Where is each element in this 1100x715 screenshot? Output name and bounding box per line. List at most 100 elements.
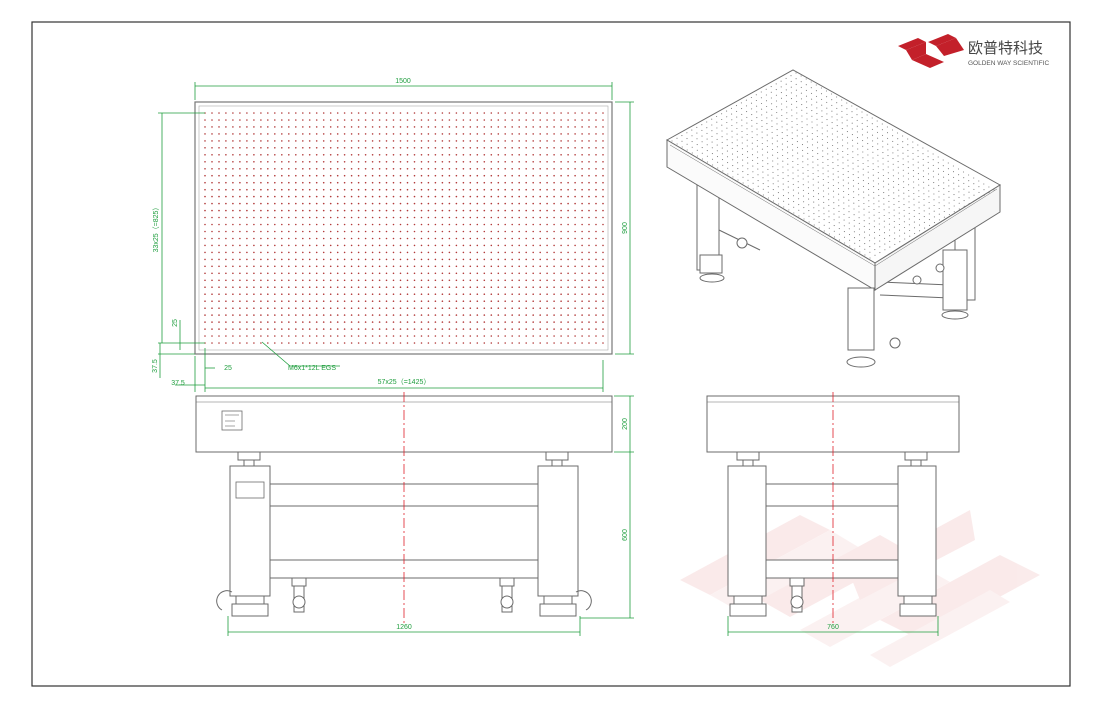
mounting-hole — [497, 279, 500, 282]
mounting-hole — [574, 293, 576, 296]
isometric-hole — [742, 171, 744, 173]
mounting-hole — [420, 133, 423, 135]
isometric-hole — [767, 197, 770, 199]
mounting-hole — [483, 293, 486, 296]
mounting-hole — [399, 272, 402, 275]
mounting-hole — [399, 126, 402, 128]
isometric-hole — [888, 200, 890, 202]
mounting-hole — [357, 314, 360, 316]
mounting-hole — [560, 251, 562, 254]
mounting-hole — [511, 161, 513, 163]
mounting-hole — [504, 342, 507, 344]
isometric-hole — [818, 221, 820, 223]
isometric-hole — [772, 166, 774, 168]
mounting-hole — [441, 174, 444, 177]
isometric-hole — [741, 153, 744, 155]
mounting-hole — [406, 119, 409, 121]
mounting-hole — [497, 321, 500, 323]
isometric-hole — [917, 167, 919, 169]
mounting-hole — [302, 154, 304, 156]
mounting-hole — [239, 272, 241, 275]
mounting-hole — [371, 286, 374, 289]
isometric-hole — [908, 224, 910, 226]
mounting-hole — [315, 195, 318, 198]
mounting-hole — [246, 223, 248, 226]
mounting-hole — [343, 133, 346, 135]
mounting-hole — [315, 342, 318, 344]
isometric-hole — [832, 173, 834, 175]
mounting-hole — [595, 147, 597, 149]
mounting-hole — [588, 272, 590, 275]
mounting-hole — [336, 314, 339, 316]
isometric-hole — [793, 212, 795, 214]
mounting-hole — [385, 279, 388, 282]
isometric-hole — [912, 141, 914, 143]
mounting-hole — [490, 195, 493, 198]
isometric-hole — [681, 135, 683, 137]
mounting-hole — [371, 342, 374, 344]
mounting-hole — [329, 300, 332, 303]
mounting-hole — [546, 300, 548, 303]
mounting-hole — [239, 237, 241, 240]
isometric-hole — [812, 184, 814, 186]
mounting-hole — [420, 237, 423, 240]
isometric-hole — [851, 128, 853, 130]
isometric-hole — [711, 141, 713, 143]
isometric-hole — [747, 179, 749, 181]
isometric-hole — [858, 199, 860, 202]
isometric-hole — [846, 108, 848, 110]
mounting-hole — [336, 223, 339, 226]
mounting-hole — [302, 174, 304, 177]
isometric-hole — [902, 135, 904, 137]
mounting-hole — [406, 195, 409, 198]
isometric-hole — [795, 72, 797, 74]
isometric-hole — [752, 171, 754, 173]
isometric-hole — [837, 165, 839, 167]
isometric-hole — [807, 175, 809, 177]
isometric-hole — [888, 189, 890, 191]
mounting-hole — [308, 286, 311, 289]
mounting-hole — [378, 119, 381, 121]
mounting-hole — [350, 293, 353, 296]
mounting-hole — [392, 230, 395, 233]
isometric-hole — [711, 135, 713, 137]
mounting-hole — [574, 216, 576, 219]
isometric-hole — [908, 207, 910, 209]
mounting-hole — [581, 272, 583, 275]
mounting-hole — [288, 147, 290, 149]
isometric-hole — [751, 108, 753, 110]
mounting-hole — [497, 147, 500, 149]
isometric-hole — [842, 156, 844, 158]
isometric-hole — [849, 245, 851, 247]
mounting-hole — [504, 181, 507, 184]
mounting-hole — [211, 202, 213, 205]
mounting-hole — [427, 265, 430, 268]
isometric-hole — [952, 165, 954, 167]
isometric-hole — [963, 205, 965, 207]
mounting-hole — [246, 140, 248, 142]
isometric-hole — [873, 226, 875, 228]
isometric-hole — [872, 174, 874, 176]
mounting-hole — [420, 335, 423, 337]
mounting-hole — [581, 265, 583, 268]
mounting-hole — [336, 272, 339, 275]
mounting-hole — [455, 251, 458, 254]
mounting-hole — [567, 147, 569, 149]
mounting-hole — [225, 300, 227, 303]
isometric-hole — [811, 144, 814, 146]
mounting-hole — [378, 195, 381, 198]
mounting-hole — [497, 300, 500, 303]
mounting-hole — [295, 161, 297, 163]
mounting-hole — [420, 328, 423, 330]
mounting-hole — [532, 181, 534, 184]
mounting-hole — [253, 328, 255, 330]
mounting-hole — [560, 140, 562, 142]
mounting-hole — [267, 265, 269, 268]
mounting-hole — [315, 202, 318, 205]
isometric-hole — [861, 128, 863, 130]
mounting-hole — [378, 188, 381, 191]
mounting-hole — [253, 161, 255, 163]
mounting-hole — [218, 195, 220, 198]
isometric-hole — [736, 145, 738, 147]
mounting-hole — [267, 161, 269, 163]
